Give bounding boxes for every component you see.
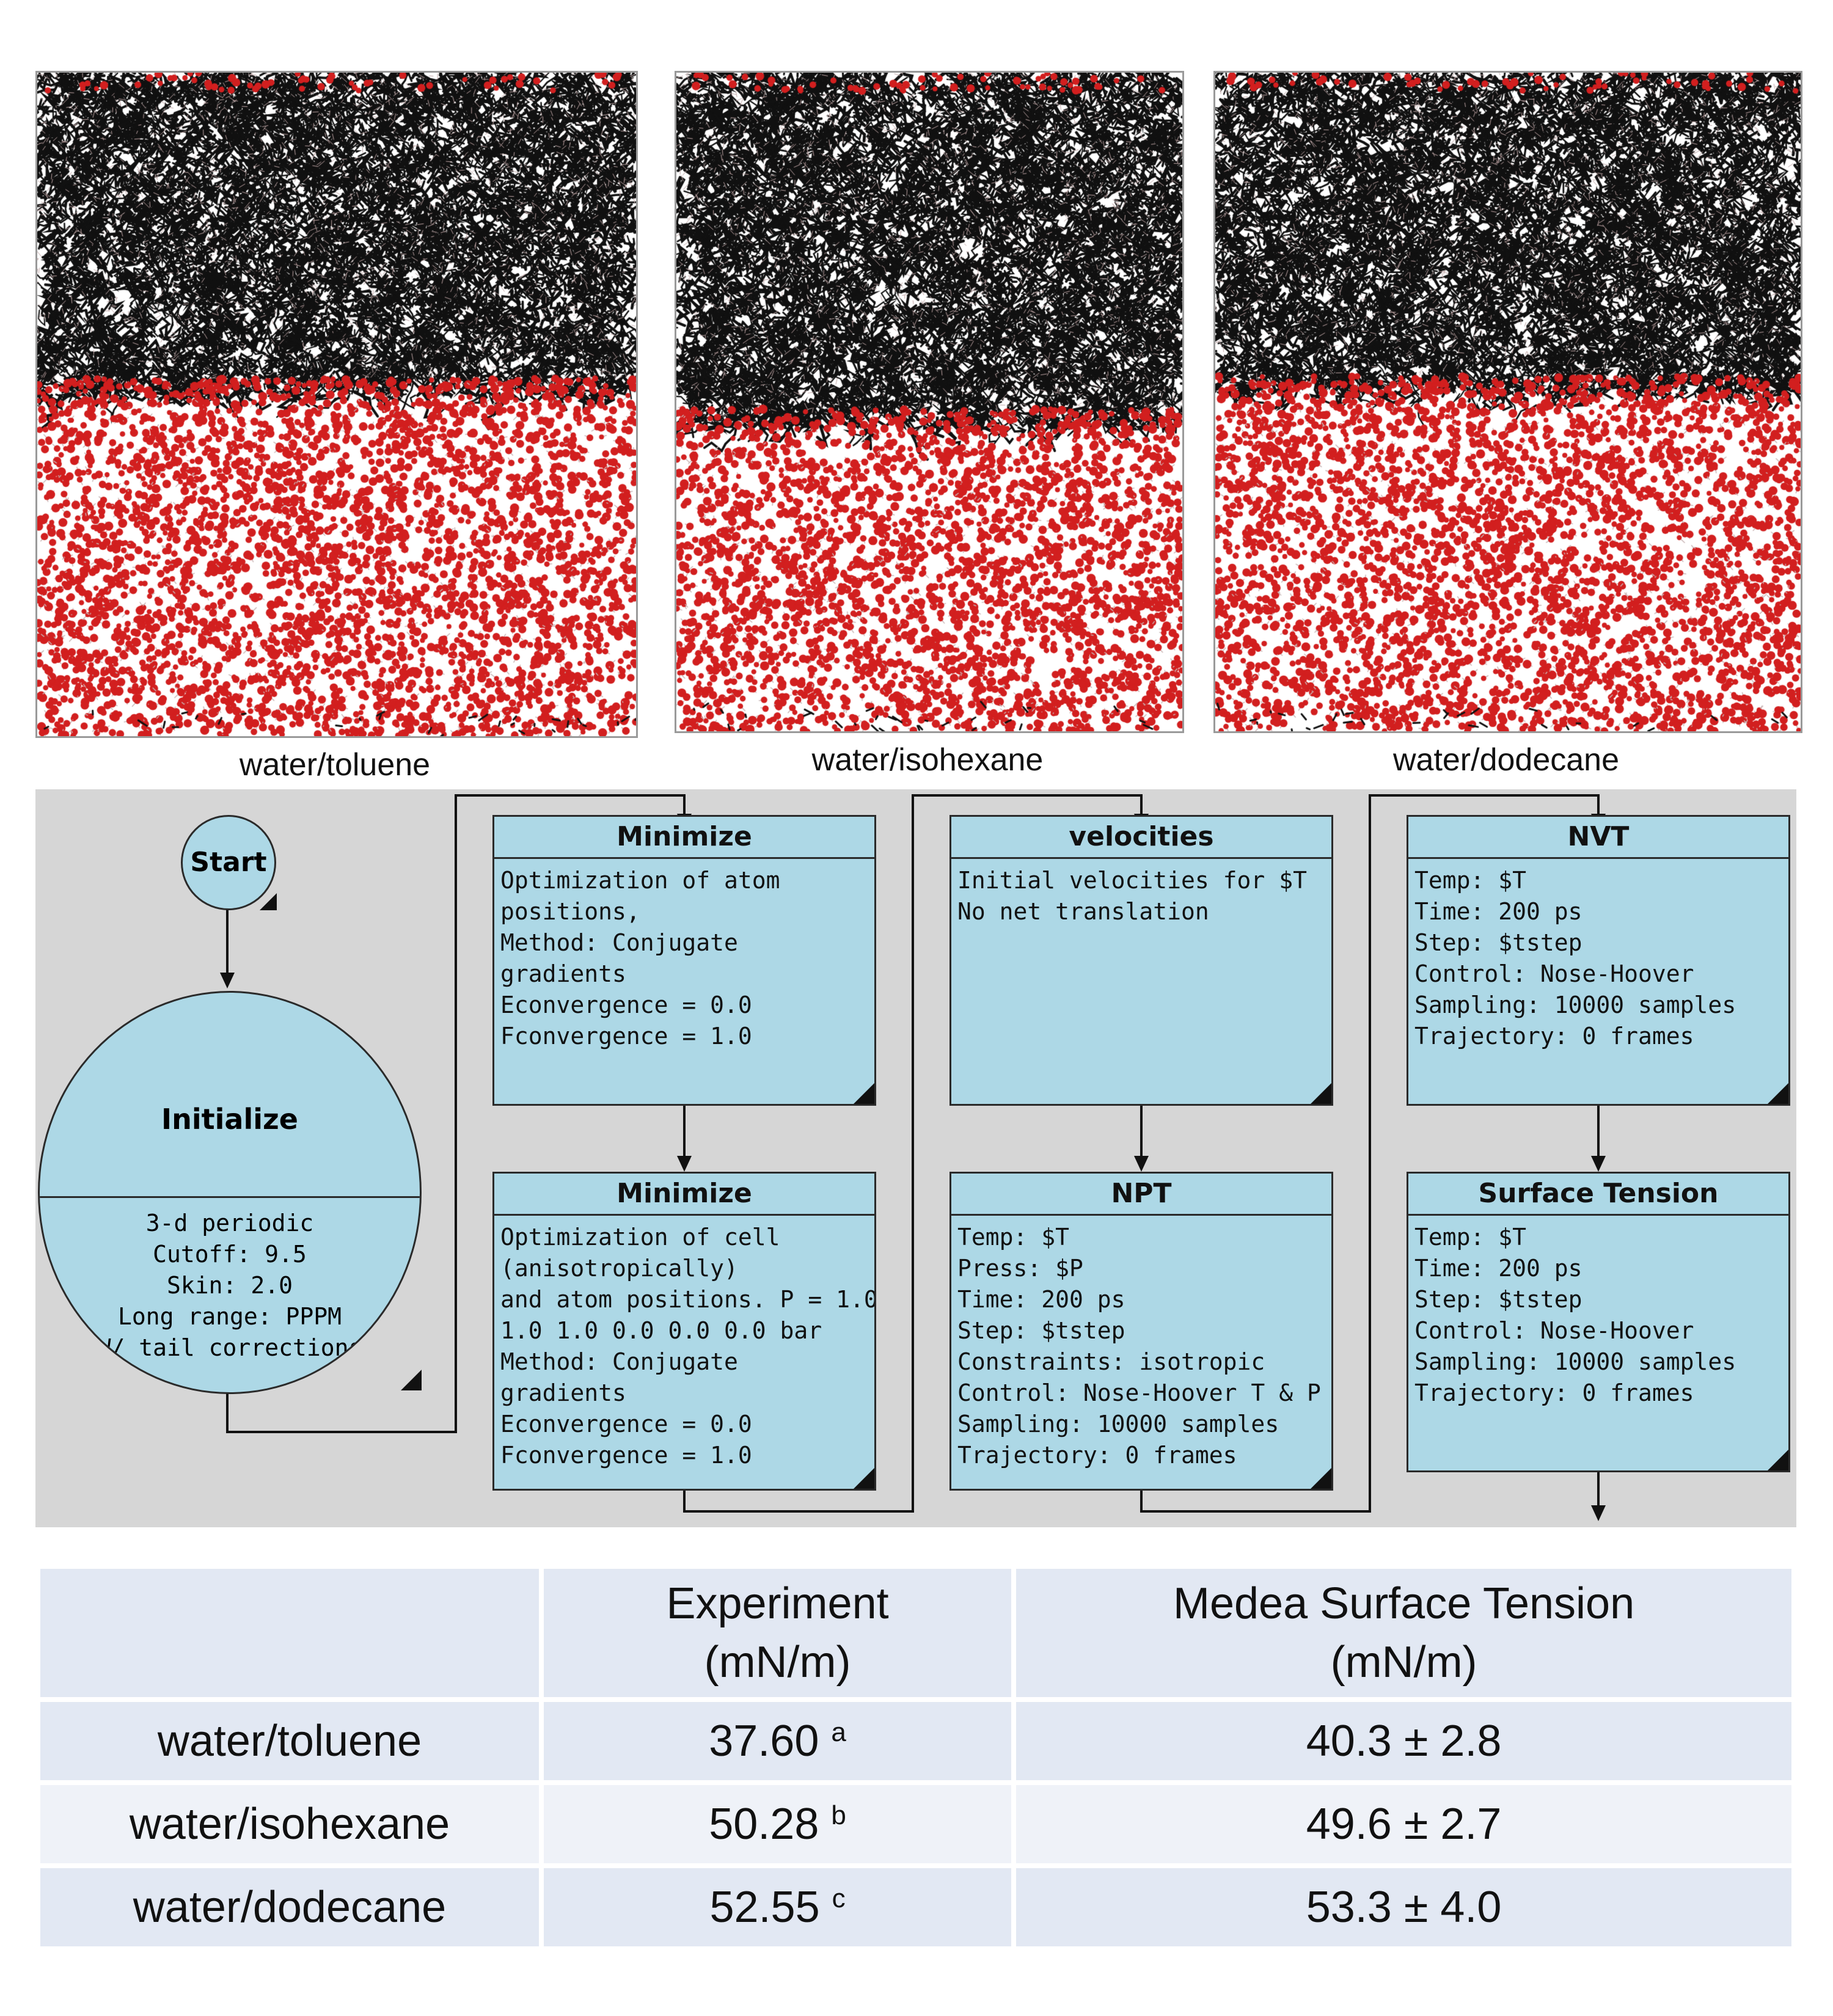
system-cell: water/toluene xyxy=(40,1702,539,1780)
arrowhead xyxy=(1591,1156,1606,1172)
medea-cell: 53.3 ± 4.0 xyxy=(1016,1868,1791,1946)
workflow-canvas[interactable]: Start Initialize 3-d periodic Cutoff: 9.… xyxy=(35,789,1796,1527)
node-title: velocities xyxy=(951,817,1331,859)
node-title: NPT xyxy=(951,1174,1331,1216)
velocities-node[interactable]: velocities Initial velocities for $T No … xyxy=(949,815,1333,1106)
caption-water-toluene: water/toluene xyxy=(239,747,431,783)
snapshot-water-isohexane xyxy=(675,71,1184,733)
initialize-title: Initialize xyxy=(161,1103,298,1136)
node-body: Temp: $T Press: $P Time: 200 ps Step: $t… xyxy=(957,1224,1321,1469)
snapshot-water-dodecane xyxy=(1213,71,1802,733)
snapshot-water-toluene xyxy=(35,71,638,738)
start-label: Start xyxy=(190,847,267,878)
node-title: Minimize xyxy=(494,817,874,859)
resize-handle-icon[interactable] xyxy=(1768,1450,1788,1470)
header-blank xyxy=(40,1569,539,1697)
resize-handle-icon[interactable] xyxy=(854,1468,874,1489)
arrowhead xyxy=(1591,1505,1606,1521)
node-body: Optimization of atom positions, Method: … xyxy=(500,867,780,1050)
experiment-cell: 50.28 b xyxy=(543,1785,1012,1863)
arrowhead xyxy=(1134,1156,1149,1172)
footnote-marker: b xyxy=(831,1800,846,1830)
initialize-node[interactable]: Initialize 3-d periodic Cutoff: 9.5 Skin… xyxy=(38,991,422,1394)
footnote-marker: a xyxy=(831,1717,846,1747)
footnote-marker: c xyxy=(832,1883,846,1913)
experiment-value: 52.55 xyxy=(709,1883,820,1932)
snapshot-canvas xyxy=(37,73,636,736)
arrowhead xyxy=(677,1156,692,1172)
system-cell: water/isohexane xyxy=(40,1785,539,1863)
node-body: Temp: $T Time: 200 ps Step: $tstep Contr… xyxy=(1414,1224,1736,1406)
node-body: Optimization of cell (anisotropically) a… xyxy=(500,1224,874,1469)
table-header-row: Experiment (mN/m) Medea Surface Tension … xyxy=(40,1569,1791,1697)
npt-node[interactable]: NPT Temp: $T Press: $P Time: 200 ps Step… xyxy=(949,1172,1333,1491)
node-body: Initial velocities for $T No net transla… xyxy=(957,867,1307,925)
minimize-atoms-node[interactable]: Minimize Optimization of atom positions,… xyxy=(492,815,876,1106)
arrowhead xyxy=(220,973,235,988)
table-row: water/dodecane 52.55 c 53.3 ± 4.0 xyxy=(40,1868,1791,1946)
minimize-cell-node[interactable]: Minimize Optimization of cell (anisotrop… xyxy=(492,1172,876,1491)
table-row: water/toluene 37.60 a 40.3 ± 2.8 xyxy=(40,1702,1791,1780)
experiment-cell: 37.60 a xyxy=(543,1702,1012,1780)
resize-handle-icon[interactable] xyxy=(401,1370,422,1390)
node-title: NVT xyxy=(1408,817,1788,859)
node-body: Temp: $T Time: 200 ps Step: $tstep Contr… xyxy=(1414,867,1736,1050)
surface-tension-node[interactable]: Surface Tension Temp: $T Time: 200 ps St… xyxy=(1407,1172,1790,1472)
header-medea: Medea Surface Tension (mN/m) xyxy=(1016,1569,1791,1697)
nvt-node[interactable]: NVT Temp: $T Time: 200 ps Step: $tstep C… xyxy=(1407,815,1790,1106)
initialize-body: 3-d periodic Cutoff: 9.5 Skin: 2.0 Long … xyxy=(97,1210,363,1361)
header-experiment: Experiment (mN/m) xyxy=(543,1569,1012,1697)
snapshot-canvas xyxy=(676,73,1182,731)
resize-handle-icon[interactable] xyxy=(854,1083,874,1104)
initialize-divider xyxy=(40,1196,420,1198)
resize-handle-icon[interactable] xyxy=(1311,1468,1331,1489)
experiment-value: 50.28 xyxy=(709,1800,819,1849)
caption-water-dodecane: water/dodecane xyxy=(1392,742,1620,778)
node-title: Surface Tension xyxy=(1408,1174,1788,1216)
results-table: Experiment (mN/m) Medea Surface Tension … xyxy=(35,1564,1796,1951)
experiment-cell: 52.55 c xyxy=(543,1868,1012,1946)
caption-water-isohexane: water/isohexane xyxy=(811,742,1044,778)
system-cell: water/dodecane xyxy=(40,1868,539,1946)
resize-handle-icon[interactable] xyxy=(260,893,277,910)
snapshot-canvas xyxy=(1215,73,1801,731)
medea-cell: 49.6 ± 2.7 xyxy=(1016,1785,1791,1863)
experiment-value: 37.60 xyxy=(709,1717,819,1766)
table-row: water/isohexane 50.28 b 49.6 ± 2.7 xyxy=(40,1785,1791,1863)
node-title: Minimize xyxy=(494,1174,874,1216)
resize-handle-icon[interactable] xyxy=(1311,1083,1331,1104)
resize-handle-icon[interactable] xyxy=(1768,1083,1788,1104)
medea-cell: 40.3 ± 2.8 xyxy=(1016,1702,1791,1780)
